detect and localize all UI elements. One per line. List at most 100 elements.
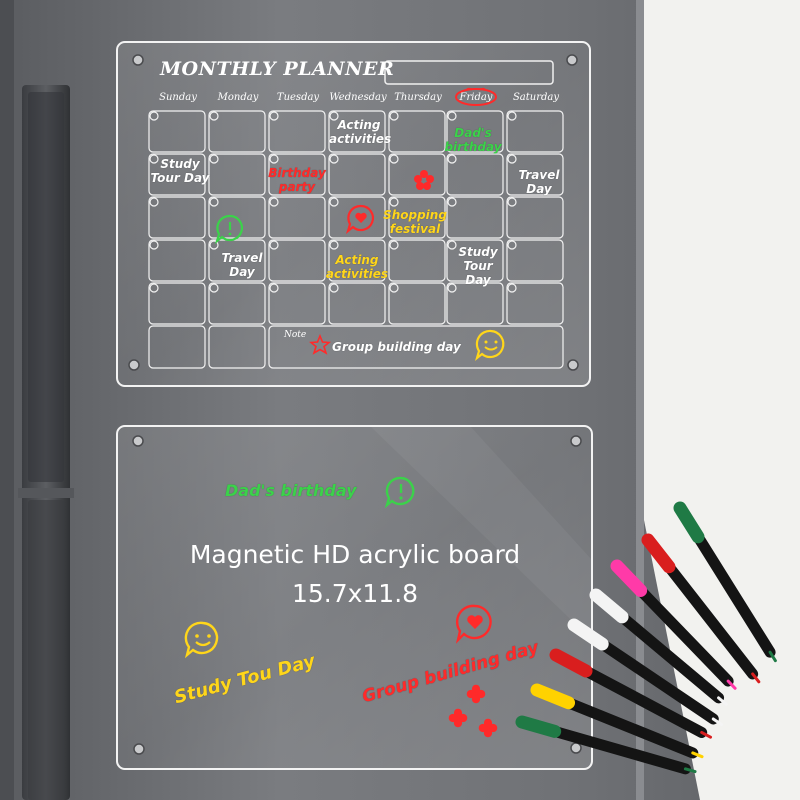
day-friday: Friday — [459, 92, 493, 103]
day-tuesday: Tuesday — [276, 92, 320, 103]
red-heart-bubble-icon — [345, 204, 375, 235]
planner-cell-dot — [329, 240, 339, 250]
planner-cell-dot — [269, 240, 279, 250]
planner-cell-dot — [209, 111, 219, 121]
marker-white-4 — [567, 618, 724, 727]
marker-green-0 — [673, 501, 777, 663]
entry-group-building-day: Group building day — [332, 340, 461, 354]
planner-cell — [388, 196, 446, 239]
planner-cell-dot — [209, 240, 219, 250]
planner-cell — [446, 153, 504, 196]
marker-white-3 — [589, 588, 728, 706]
planner-cell-dot — [507, 240, 517, 250]
planner-cell — [328, 196, 386, 239]
entry-acting-activities: Acting activities — [329, 118, 392, 146]
planner-cell — [328, 110, 386, 153]
planner-cell — [388, 239, 446, 282]
planner-cell — [268, 239, 326, 282]
planner-cell — [148, 110, 206, 153]
planner-cell — [148, 239, 206, 282]
planner-cell — [148, 282, 206, 325]
planner-cell — [506, 282, 564, 325]
planner-cell-dot — [149, 240, 159, 250]
planner-cell — [446, 196, 504, 239]
screw-icon — [133, 743, 145, 755]
planner-cell-dot — [447, 240, 457, 250]
planner-cell-dot — [149, 197, 159, 207]
marker-red-5 — [549, 648, 713, 739]
planner-cell — [328, 282, 386, 325]
planner-cell — [208, 325, 266, 369]
planner-cell-dot — [389, 240, 399, 250]
planner-cell — [388, 153, 446, 196]
entry-acting-activities-2: Acting activities — [325, 253, 389, 281]
day-wednesday: Wednesday — [329, 92, 387, 103]
planner-cell-dot — [447, 283, 457, 293]
green-speech-bubble-icon — [214, 214, 244, 245]
screw-icon — [566, 54, 578, 66]
entry-study-tour-day-2: Study Tour Day — [458, 245, 498, 287]
planner-cell-dot — [149, 154, 159, 164]
board-green-speech-bubble-icon — [384, 476, 415, 509]
planner-cell — [148, 325, 206, 369]
planner-cell-dot — [269, 154, 279, 164]
red-star-icon — [309, 334, 331, 355]
planner-cell-dot — [209, 197, 219, 207]
note-label: Note — [284, 330, 307, 340]
planner-cell — [148, 196, 206, 239]
planner-cell-dot — [447, 197, 457, 207]
planner-cell — [268, 196, 326, 239]
board-yellow-smiley-bubble-icon — [184, 621, 219, 659]
planner-cell-dot — [507, 283, 517, 293]
screw-icon — [128, 359, 140, 371]
planner-cell — [446, 110, 504, 153]
day-saturday: Saturday — [512, 92, 560, 103]
screw-icon — [132, 54, 144, 66]
entry-travel-day-monday: Travel Day — [221, 251, 263, 279]
planner-cell-dot — [329, 154, 339, 164]
planner-cell — [208, 282, 266, 325]
day-sunday: Sunday — [159, 92, 197, 103]
planner-cell — [506, 110, 564, 153]
entry-study-tour-day: Study Tour Day — [150, 157, 210, 185]
board-headline: Magnetic HD acrylic board — [189, 540, 521, 569]
entry-travel-day-saturday: Travel Day — [518, 168, 560, 196]
planner-cell — [208, 110, 266, 153]
planner-cell — [268, 110, 326, 153]
planner-cell — [388, 110, 446, 153]
planner-cell-dot — [209, 154, 219, 164]
marker-green-7 — [515, 715, 697, 775]
planner-cell-dot — [269, 197, 279, 207]
yellow-smiley-bubble-icon — [474, 329, 505, 362]
planner-cell-dot — [389, 197, 399, 207]
planner-cell — [208, 153, 266, 196]
planner-cell-dot — [149, 111, 159, 121]
planner-cell — [268, 153, 326, 196]
day-monday: Monday — [217, 92, 259, 103]
board-dads-birthday: Dad's birthday — [225, 481, 357, 500]
planner-cell — [506, 153, 564, 196]
planner-cell — [148, 153, 206, 196]
planner-cell-dot — [329, 111, 339, 121]
planner-cell-dot — [389, 111, 399, 121]
planner-cell — [506, 196, 564, 239]
board-size: 15.7x11.8 — [291, 579, 419, 608]
board-red-flowers-icon — [448, 684, 498, 738]
marker-pink-2 — [610, 559, 737, 690]
planner-cell-dot — [389, 283, 399, 293]
planner-cell — [328, 153, 386, 196]
screw-icon — [132, 435, 144, 447]
planner-cell-dot — [329, 283, 339, 293]
planner-cell — [268, 282, 326, 325]
screw-icon — [570, 435, 582, 447]
red-flower-icon — [414, 170, 434, 190]
planner-cell — [446, 239, 504, 282]
planner-cell-dot — [329, 197, 339, 207]
planner-title: MONTHLY PLANNER — [160, 58, 395, 80]
planner-cell-dot — [507, 154, 517, 164]
planner-cell-dot — [507, 111, 517, 121]
day-thursday: Thursday — [394, 92, 442, 103]
